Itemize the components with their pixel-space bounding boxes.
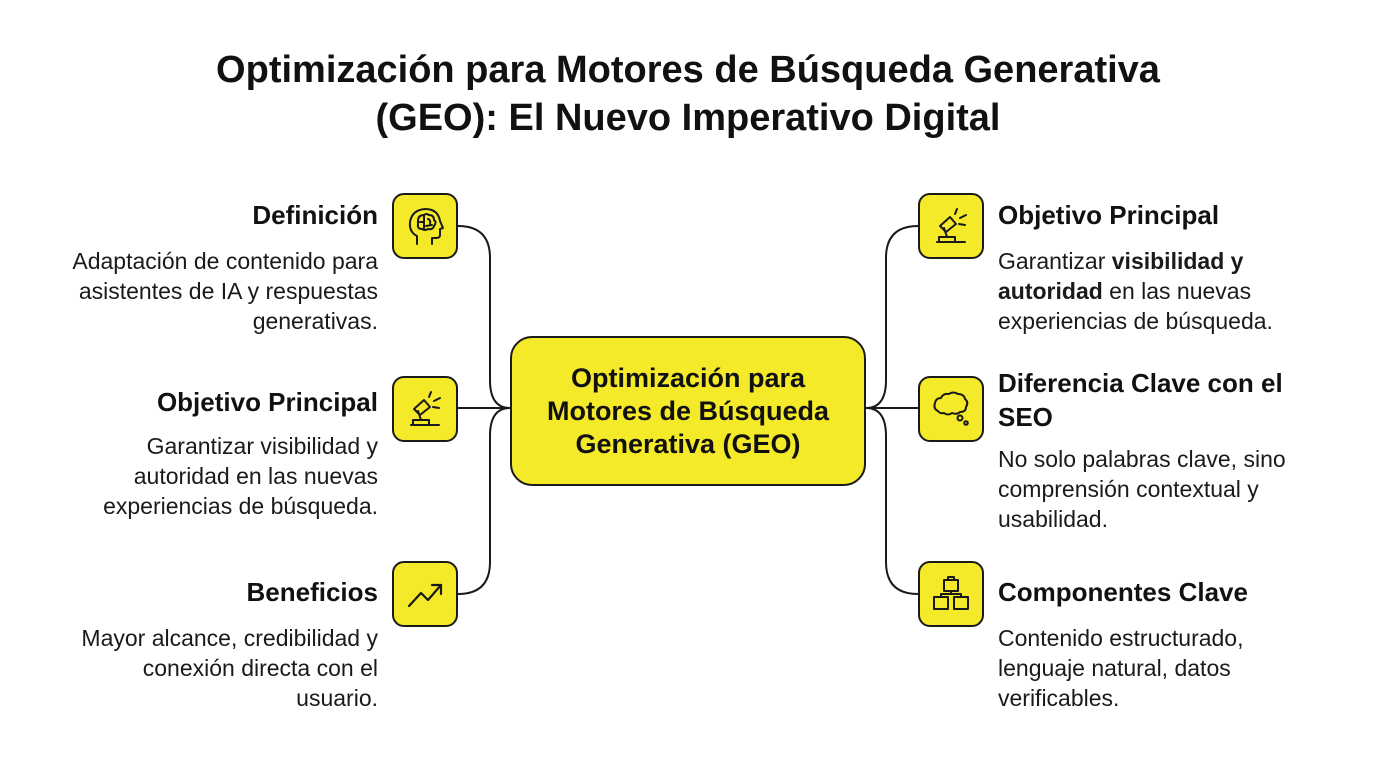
objetivo-left-heading: Objetivo Principal [156,387,378,417]
objetivo-right-desc-bold-1: visibilidad y [1111,248,1244,274]
componentes-desc-line-1: Contenido estructurado, [998,625,1244,651]
blocks-icon [933,576,969,610]
componentes-desc-line-3: verificables. [998,685,1120,711]
connector-right-bottom [865,407,919,595]
diferencia-desc-line-2: comprensión contextual y [998,476,1259,502]
spotlight-icon [410,391,441,426]
central-topic-line-1: Optimización para [570,362,806,393]
objetivo-right-heading: Objetivo Principal [998,200,1220,230]
diferencia-heading-line-1: Diferencia Clave con el [998,368,1283,398]
definicion-desc-line-1: Adaptación de contenido para [72,248,378,274]
componentes-desc-line-2: lenguaje natural, datos [998,655,1231,681]
componentes-icon-box [918,561,984,627]
objetivo-right-desc-post: en las nuevas [1102,278,1252,304]
connector-left-top [457,225,511,409]
beneficios-icon-box [392,561,458,627]
thought-bubble-icon [933,391,969,426]
beneficios-desc-line-2: conexión directa con el [142,655,378,681]
diferencia-desc-line-1: No solo palabras clave, sino [998,446,1286,472]
objetivo-left-description: Garantizar visibilidad y autoridad en la… [103,431,378,521]
diagram-title: Optimización para Motores de Búsqueda Ge… [0,46,1376,142]
definicion-icon-box [392,193,458,259]
definicion-desc-line-2: asistentes de IA y respuestas [78,278,378,304]
central-topic-line-2: Motores de Búsqueda [546,395,830,426]
beneficios-heading: Beneficios [246,577,379,607]
beneficios-desc-line-3: usuario. [296,685,378,711]
definicion-heading: Definición [252,200,378,230]
central-topic-node: Optimización para Motores de Búsqueda Ge… [510,336,866,486]
componentes-description: Contenido estructurado, lenguaje natural… [998,623,1244,713]
objetivo-left-desc-line-2: autoridad en las nuevas [133,463,378,489]
beneficios-desc-line-1: Mayor alcance, credibilidad y [81,625,378,651]
objetivo-left-desc-line-1: Garantizar visibilidad y [146,433,378,459]
spotlight-icon [936,208,967,243]
objetivo-right-desc-line-1: Garantizar visibilidad y [998,246,1273,276]
connector-right-top [865,225,919,409]
definicion-desc-line-3: generativas. [252,308,378,334]
objetivo-right-desc-line-3: experiencias de búsqueda. [998,308,1273,334]
objetivo-right-icon-box [918,193,984,259]
brain-head-icon [408,208,444,245]
trend-up-icon [407,583,443,608]
objetivo-right-desc-line-2: autoridad en las nuevas [998,276,1273,306]
objetivo-right-description: Garantizar visibilidad y autoridad en la… [998,246,1273,336]
objetivo-right-desc-pre: Garantizar [998,248,1112,274]
central-topic-line-3: Generativa (GEO) [575,428,801,459]
diferencia-icon-box [918,376,984,442]
diferencia-description: No solo palabras clave, sino comprensión… [998,444,1286,534]
objetivo-left-icon-box [392,376,458,442]
diferencia-desc-line-3: usabilidad. [998,506,1108,532]
definicion-description: Adaptación de contenido para asistentes … [72,246,378,336]
connector-left-bottom [457,407,511,595]
diferencia-heading-line-2: SEO [998,402,1053,432]
beneficios-description: Mayor alcance, credibilidad y conexión d… [81,623,378,713]
diferencia-heading: Diferencia Clave con el SEO [998,366,1283,434]
objetivo-right-desc-bold-2: autoridad [998,278,1103,304]
title-line-1: Optimización para Motores de Búsqueda Ge… [216,49,1160,91]
title-line-2: (GEO): El Nuevo Imperativo Digital [375,97,1001,139]
objetivo-left-desc-line-3: experiencias de búsqueda. [103,493,378,519]
componentes-heading: Componentes Clave [998,577,1248,607]
